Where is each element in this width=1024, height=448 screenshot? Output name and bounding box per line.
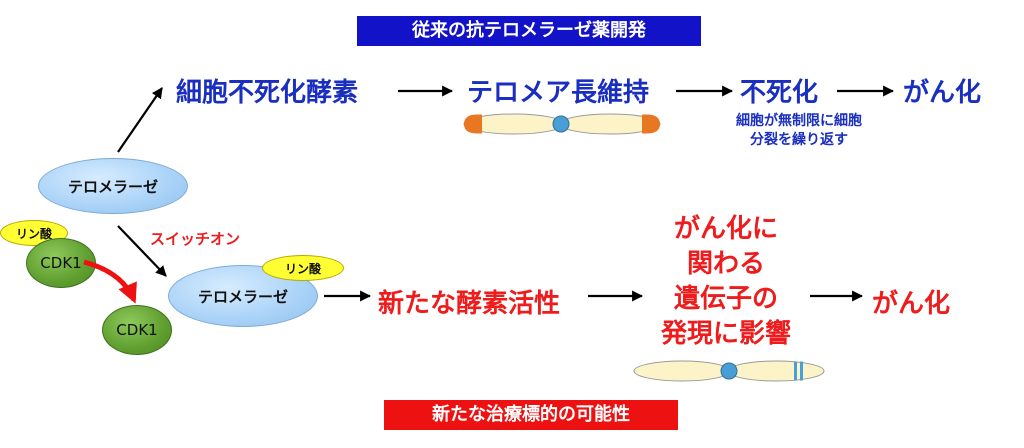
cdk1-top-label: CDK1	[40, 254, 82, 272]
phosphate-left-label: リン酸	[15, 226, 52, 241]
enzyme-label: 細胞不死化酵素	[176, 78, 359, 108]
division-note-line1: 細胞が無制限に細胞	[736, 113, 862, 129]
cancer-label-bottom: がん化	[872, 289, 951, 319]
telomerase-bottom-label: テロメラーゼ	[197, 287, 288, 306]
phosphate-right-label: リン酸	[284, 261, 321, 276]
division-note-line2: 分裂を繰り返す	[750, 132, 848, 148]
new-target-banner: 新たな治療標的の可能性	[384, 400, 678, 430]
telomerase-top-label: テロメラーゼ	[67, 177, 158, 196]
cancer-label-top: がん化	[903, 78, 982, 108]
gene-effect-label: がん化に 関わる 遺伝子の 発現に影響	[628, 212, 824, 352]
gene-effect-line4: 発現に影響	[660, 319, 791, 349]
cdk1-bottom: CDK1	[102, 305, 172, 355]
switch-on-label: スイッチオン	[150, 230, 241, 248]
gene-effect-line2: 関わる	[686, 249, 765, 279]
cdk1-bottom-label: CDK1	[116, 321, 158, 339]
arrow-telomerase-to-activated	[117, 225, 167, 277]
telomerase-top: テロメラーゼ	[38, 158, 188, 214]
cdk1-transfer-arrow	[83, 259, 137, 304]
chromosome-top	[463, 113, 661, 135]
gene-effect-line1: がん化に	[673, 214, 778, 244]
gene-effect-line3: 遺伝子の	[673, 284, 778, 314]
arrow-telomerase-to-enzyme	[117, 87, 163, 153]
chromosome-bottom	[633, 360, 825, 382]
immortalization-label: 不死化	[740, 78, 819, 108]
new-activity-label: 新たな酵素活性	[378, 289, 561, 319]
division-note: 細胞が無制限に細胞 分裂を繰り返す	[700, 112, 898, 150]
conventional-drug-banner: 従来の抗テロメラーゼ薬開発	[357, 16, 701, 46]
phosphate-right: リン酸	[262, 255, 344, 281]
telomere-maintenance-label: テロメア長維持	[467, 78, 650, 108]
